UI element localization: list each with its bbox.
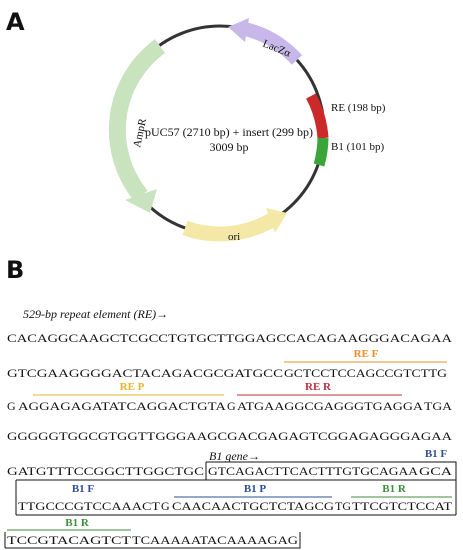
ampr-arc (108, 39, 166, 202)
b1-f-label: B1 F (72, 483, 95, 495)
seq-line-6b: G (161, 499, 170, 513)
b1-r2-label: B1 R (65, 517, 90, 529)
b1-f-top-label: B1 F (425, 448, 448, 460)
re-r-label: RE R (305, 381, 332, 393)
re-f-label: RE F (354, 348, 379, 360)
seq-line-5a: GATGTTTCCGGCTTGGCTGC (7, 464, 204, 478)
seq-line-3-re-r: ATGAAGGCGAGGGTGAGGA (237, 399, 423, 413)
panel-a-letter: A (6, 8, 25, 36)
seq-line-3c: G (227, 399, 236, 413)
re-p-label: RE P (120, 381, 145, 393)
re-label: RE (198 bp) (331, 102, 386, 114)
b1-box-top (206, 461, 457, 480)
ori-label: ori (228, 231, 240, 243)
seq-line-5-b1-f: GCA (419, 464, 452, 478)
b1-box-bottom (5, 532, 301, 549)
seq-line-7b: TCAAAAATACAAAAGAG (132, 533, 298, 547)
b1-gene-label: B1 gene→ (209, 449, 260, 463)
b1-p-label: B1 P (244, 483, 267, 495)
seq-line-7-b1-r: TCCGTACAGTCT (7, 533, 132, 547)
plasmid-size: 3009 bp (210, 140, 249, 154)
seq-line-5b: GTCAGACTTCACTTTGTGCAGAA (208, 464, 418, 478)
ori-arc (182, 213, 276, 242)
ampr-arrowhead (125, 189, 157, 213)
seq-line-3a: G (7, 399, 16, 413)
seq-line-3e: TGA (424, 399, 452, 413)
ori-arrowhead (266, 208, 287, 233)
seq-line-4: GGGGGTGGCGTGGTTGGGAAGCGACGAGAGTCGGAGAGGG… (7, 429, 452, 443)
re-title: 529-bp repeat element (RE)→ (23, 307, 168, 321)
seq-line-2a: GTCGAAGGGGACTACAGACGCGATGCC (7, 366, 283, 380)
seq-line-1: CACAGGCAAGCTCGCCTGTGCTTGGAGCCACAGAAGGGAC… (7, 331, 452, 345)
panel-b-letter: B (6, 256, 24, 284)
seq-line-6-b1-f: TTGCCCGTCCAAACT (18, 499, 161, 513)
seq-line-2-re-f: GCTCCTCCAGCCGTCTTG (284, 366, 447, 380)
b1-segment (313, 137, 329, 167)
b1-label: B1 (101 bp) (331, 141, 385, 153)
seq-line-6-b1-r: TTCGTCTCCAT (352, 499, 453, 513)
plasmid-name: pUC57 (2710 bp) + insert (299 bp) (145, 125, 313, 139)
seq-line-3-re-p: AGGAGAGATATCAGGACTGTA (18, 399, 226, 413)
seq-line-6-b1-p: CAACAACTGCTCTAGCG (172, 499, 334, 513)
b1-r-label: B1 R (382, 483, 407, 495)
seq-line-6d: TG (335, 499, 351, 513)
lacza-arc (243, 22, 303, 65)
lacza-arrowhead (228, 18, 249, 42)
re-segment (306, 93, 329, 139)
